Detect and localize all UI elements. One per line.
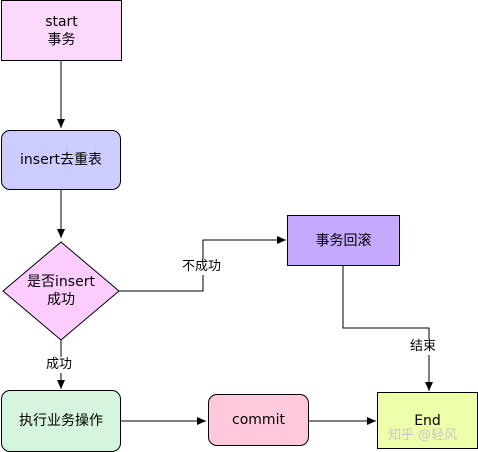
insert-dedupe-node-label: insert去重表 xyxy=(20,152,102,168)
decision-node-label: 是否insert 成功 xyxy=(27,274,95,308)
end-node-label: End xyxy=(414,412,441,429)
commit-node: commit xyxy=(208,394,309,446)
edge-label-finish: 结束 xyxy=(409,339,438,355)
commit-node-label: commit xyxy=(232,412,285,428)
edge-label-fail: 不成功 xyxy=(181,259,223,275)
end-node: End xyxy=(377,392,478,449)
insert-dedupe-node: insert去重表 xyxy=(1,130,121,190)
rollback-node-label: 事务回滚 xyxy=(315,232,372,249)
start-node-label: start 事务 xyxy=(45,13,78,48)
start-node: start 事务 xyxy=(1,0,122,61)
watermark-text: 知乎 @轻风 xyxy=(388,428,458,443)
edge-label-success: 成功 xyxy=(45,357,74,373)
execute-business-node-label: 执行业务操作 xyxy=(19,413,103,429)
rollback-node: 事务回滚 xyxy=(287,215,400,266)
execute-business-node: 执行业务操作 xyxy=(1,390,121,452)
decision-node: 是否insert 成功 xyxy=(13,268,109,314)
decision-diamond-shape xyxy=(2,241,120,341)
edge-rollback-to-end xyxy=(342,266,433,391)
